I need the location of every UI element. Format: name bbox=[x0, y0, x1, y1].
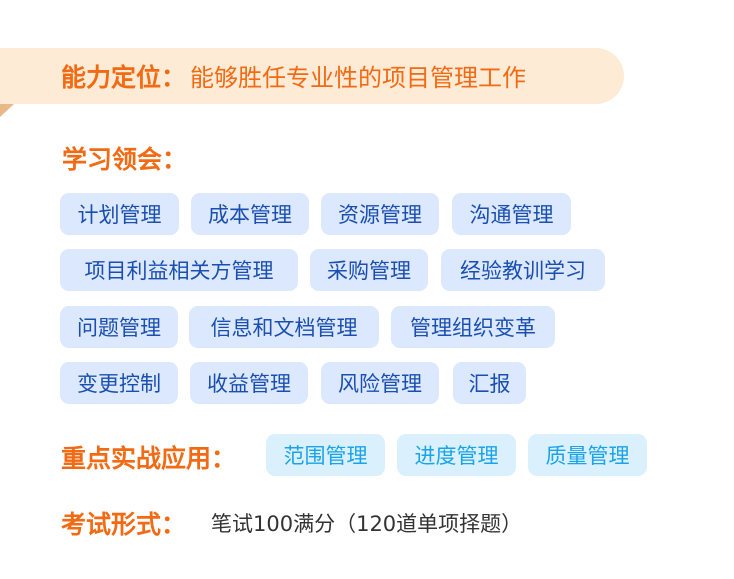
practice-title: 重点实战应用： bbox=[61, 444, 237, 473]
learning-title: 学习领会： bbox=[62, 145, 188, 174]
ability-banner: 能力定位： 能够胜任专业性的项目管理工作 bbox=[0, 48, 624, 104]
tag-scope-management: 范围管理 bbox=[266, 434, 385, 476]
exam-title: 考试形式： bbox=[61, 510, 187, 539]
exam-text: 笔试100满分（120道单项择题） bbox=[211, 512, 523, 536]
tag-change-control: 变更控制 bbox=[60, 362, 178, 404]
tag-resource-management: 资源管理 bbox=[321, 193, 439, 235]
tag-cost-management: 成本管理 bbox=[191, 193, 309, 235]
ability-label: 能力定位： bbox=[61, 63, 187, 92]
tag-communication-management: 沟通管理 bbox=[452, 193, 571, 235]
tag-reporting: 汇报 bbox=[453, 362, 526, 404]
tag-lessons-learned: 经验教训学习 bbox=[441, 249, 605, 291]
tag-schedule-management: 进度管理 bbox=[397, 434, 516, 476]
banner-fold-decoration bbox=[0, 104, 14, 117]
tag-risk-management: 风险管理 bbox=[321, 362, 439, 404]
tag-stakeholder-management: 项目利益相关方管理 bbox=[60, 249, 298, 291]
tag-organizational-change: 管理组织变革 bbox=[391, 306, 555, 348]
tag-information-document-management: 信息和文档管理 bbox=[189, 306, 379, 348]
tag-benefit-management: 收益管理 bbox=[190, 362, 308, 404]
tag-procurement-management: 采购管理 bbox=[310, 249, 428, 291]
tag-quality-management: 质量管理 bbox=[528, 434, 647, 476]
tag-issue-management: 问题管理 bbox=[60, 306, 178, 348]
ability-text: 能够胜任专业性的项目管理工作 bbox=[190, 64, 527, 92]
tag-plan-management: 计划管理 bbox=[60, 193, 179, 235]
